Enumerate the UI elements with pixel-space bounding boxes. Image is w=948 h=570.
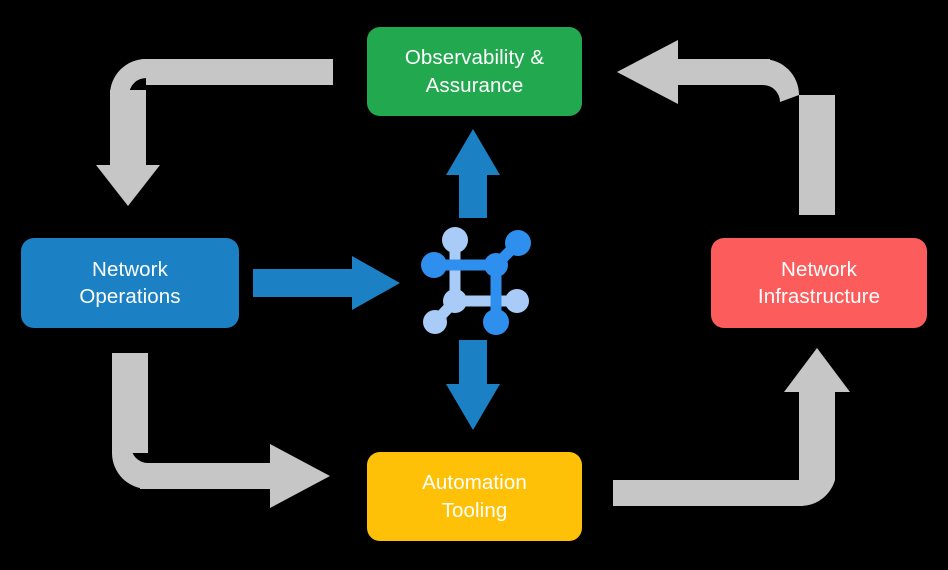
node-automation-tooling[interactable]: Automation Tooling xyxy=(367,452,582,541)
network-topology-icon xyxy=(421,227,531,335)
node-observability-assurance[interactable]: Observability & Assurance xyxy=(367,27,582,116)
arrow-automation-to-infrastructure xyxy=(613,348,850,507)
arrow-observability-to-operations xyxy=(96,59,333,206)
arrow-operations-to-center xyxy=(253,256,400,310)
node-network-operations[interactable]: Network Operations xyxy=(21,238,239,328)
arrow-center-to-automation xyxy=(446,340,500,430)
arrow-infrastructure-to-observability xyxy=(617,40,835,215)
arrow-operations-to-automation xyxy=(112,353,330,508)
node-network-infrastructure[interactable]: Network Infrastructure xyxy=(711,238,927,328)
arrow-center-to-observability xyxy=(446,129,500,218)
